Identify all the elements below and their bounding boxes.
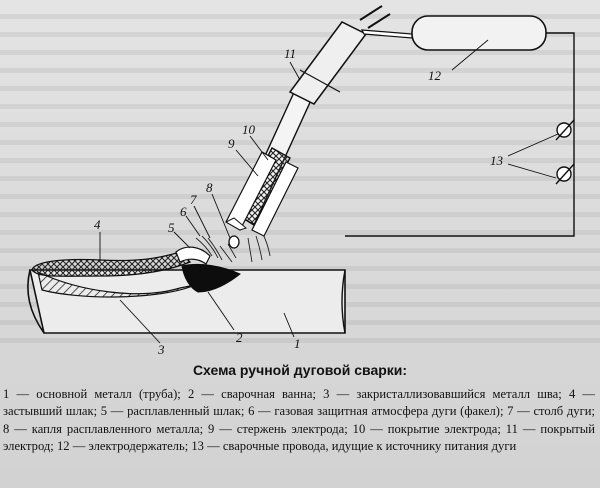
- welding-diagram: 4 5 6 7 8 9 10 11 12 13 3 2 1: [27, 5, 575, 357]
- weld-pool: [181, 263, 241, 293]
- base-metal: [27, 269, 346, 334]
- callout-12: 12: [428, 68, 442, 83]
- callout-6: 6: [180, 204, 187, 219]
- callout-13: 13: [490, 153, 504, 168]
- figure-caption: Схема ручной дуговой сварки: 1 — основно…: [0, 362, 600, 456]
- callout-4: 4: [94, 217, 101, 232]
- callout-leaders: [99, 39, 559, 344]
- electrode: [224, 86, 313, 237]
- callout-9: 9: [228, 136, 235, 151]
- callout-1: 1: [294, 336, 301, 351]
- callout-11: 11: [284, 46, 296, 61]
- electrode-holder: [288, 5, 547, 105]
- callout-7: 7: [190, 192, 197, 207]
- callout-8: 8: [206, 180, 213, 195]
- callout-3: 3: [157, 342, 165, 357]
- metal-droplet: [228, 235, 240, 249]
- caption-legend: 1 — основной металл (труба); 2 — сварочн…: [3, 386, 595, 454]
- callout-5: 5: [168, 220, 175, 235]
- molten-slag: [175, 246, 211, 265]
- callout-10: 10: [242, 122, 256, 137]
- callout-2: 2: [236, 330, 243, 345]
- caption-title: Схема ручной дуговой сварки:: [192, 362, 408, 378]
- welding-cables: [345, 32, 575, 237]
